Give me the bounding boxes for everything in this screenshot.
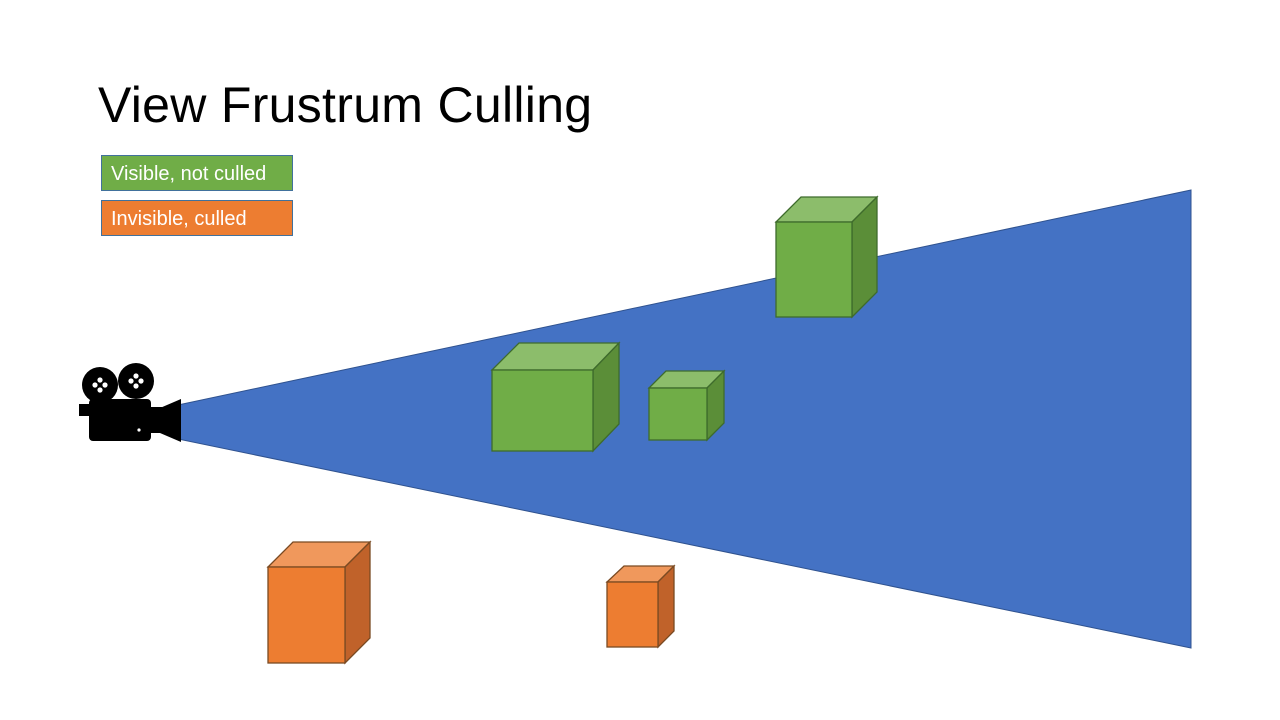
cube-culled-small bbox=[605, 564, 676, 649]
slide-title: View Frustrum Culling bbox=[98, 77, 593, 133]
cube-visible-top-right bbox=[774, 195, 879, 319]
movie-camera-icon bbox=[79, 363, 181, 442]
cube-visible-large bbox=[490, 341, 621, 453]
legend-invisible-culled: Invisible, culled bbox=[101, 200, 293, 236]
legend-visible-not-culled: Visible, not culled bbox=[101, 155, 293, 191]
cube-visible-small bbox=[647, 369, 726, 442]
cube-culled-large bbox=[266, 540, 372, 665]
